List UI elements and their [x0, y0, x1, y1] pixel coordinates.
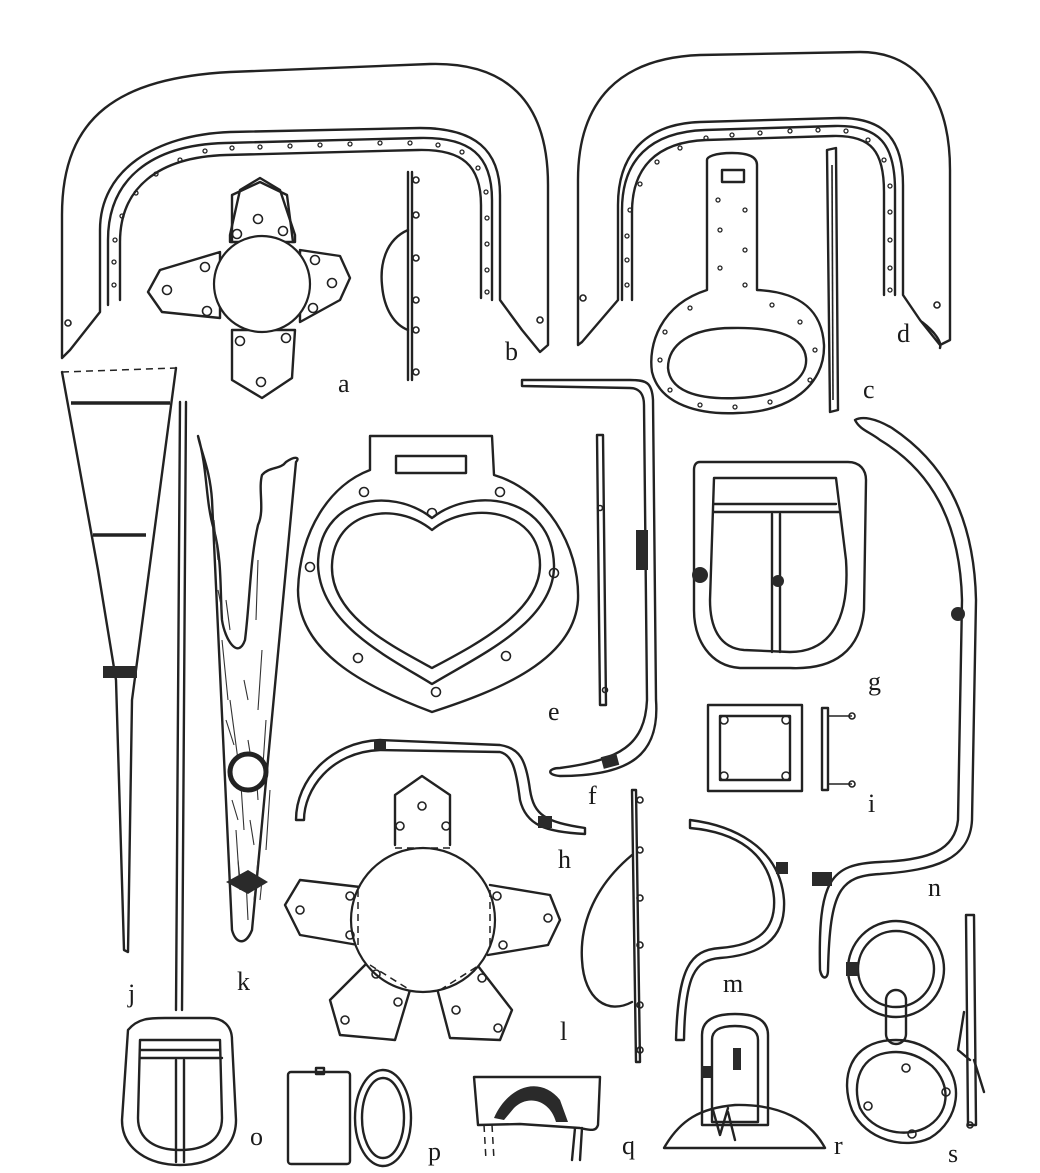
label-c: c	[863, 375, 875, 404]
label-j: j	[127, 979, 135, 1008]
artefact-c-pendant	[650, 146, 840, 415]
label-o: o	[250, 1122, 263, 1151]
label-h: h	[558, 845, 571, 874]
label-f: f	[588, 781, 597, 810]
artefact-l-cinquefoil-mount	[283, 774, 644, 1064]
artefact-e-heart-mount	[296, 433, 609, 714]
artefact-s-ring-link	[845, 913, 986, 1145]
artefact-o-buckle	[120, 1016, 238, 1167]
label-n: n	[928, 873, 941, 902]
artefact-m-hook	[674, 818, 788, 1042]
artefact-h-rod	[294, 738, 587, 836]
artefact-q-mount	[472, 1075, 602, 1162]
label-r: r	[834, 1131, 843, 1160]
label-m: m	[723, 969, 743, 998]
rivet-row-b	[111, 140, 490, 295]
label-g: g	[868, 667, 881, 696]
label-l: l	[560, 1017, 567, 1046]
label-i: i	[868, 789, 875, 818]
artefact-a-quatrefoil-mount	[146, 170, 420, 400]
label-q: q	[622, 1131, 635, 1160]
artefact-b-arched-binding	[60, 62, 550, 360]
artefact-d-arched-binding	[576, 50, 952, 350]
artefact-r-buckle	[662, 1012, 827, 1150]
artefact-k-bone-tool	[196, 434, 299, 943]
label-a: a	[338, 369, 350, 398]
artefact-g-buckle	[692, 460, 868, 670]
label-k: k	[237, 967, 250, 996]
artefact-p-plate-and-link	[286, 1066, 413, 1168]
label-s: s	[948, 1139, 958, 1168]
label-e: e	[548, 697, 560, 726]
label-p: p	[428, 1137, 441, 1166]
artefact-f-hook	[520, 378, 658, 778]
artefact-j-strap-end	[60, 366, 188, 1012]
label-d: d	[897, 319, 910, 348]
label-b: b	[505, 337, 518, 366]
rivet-row-d	[624, 127, 893, 293]
dots-c	[657, 197, 818, 410]
artefact-i-square-mount	[706, 703, 856, 793]
artefact-n-hook	[812, 416, 978, 979]
figure-labels: a b c d e f g h i j k l m n o p q r s	[127, 319, 958, 1168]
